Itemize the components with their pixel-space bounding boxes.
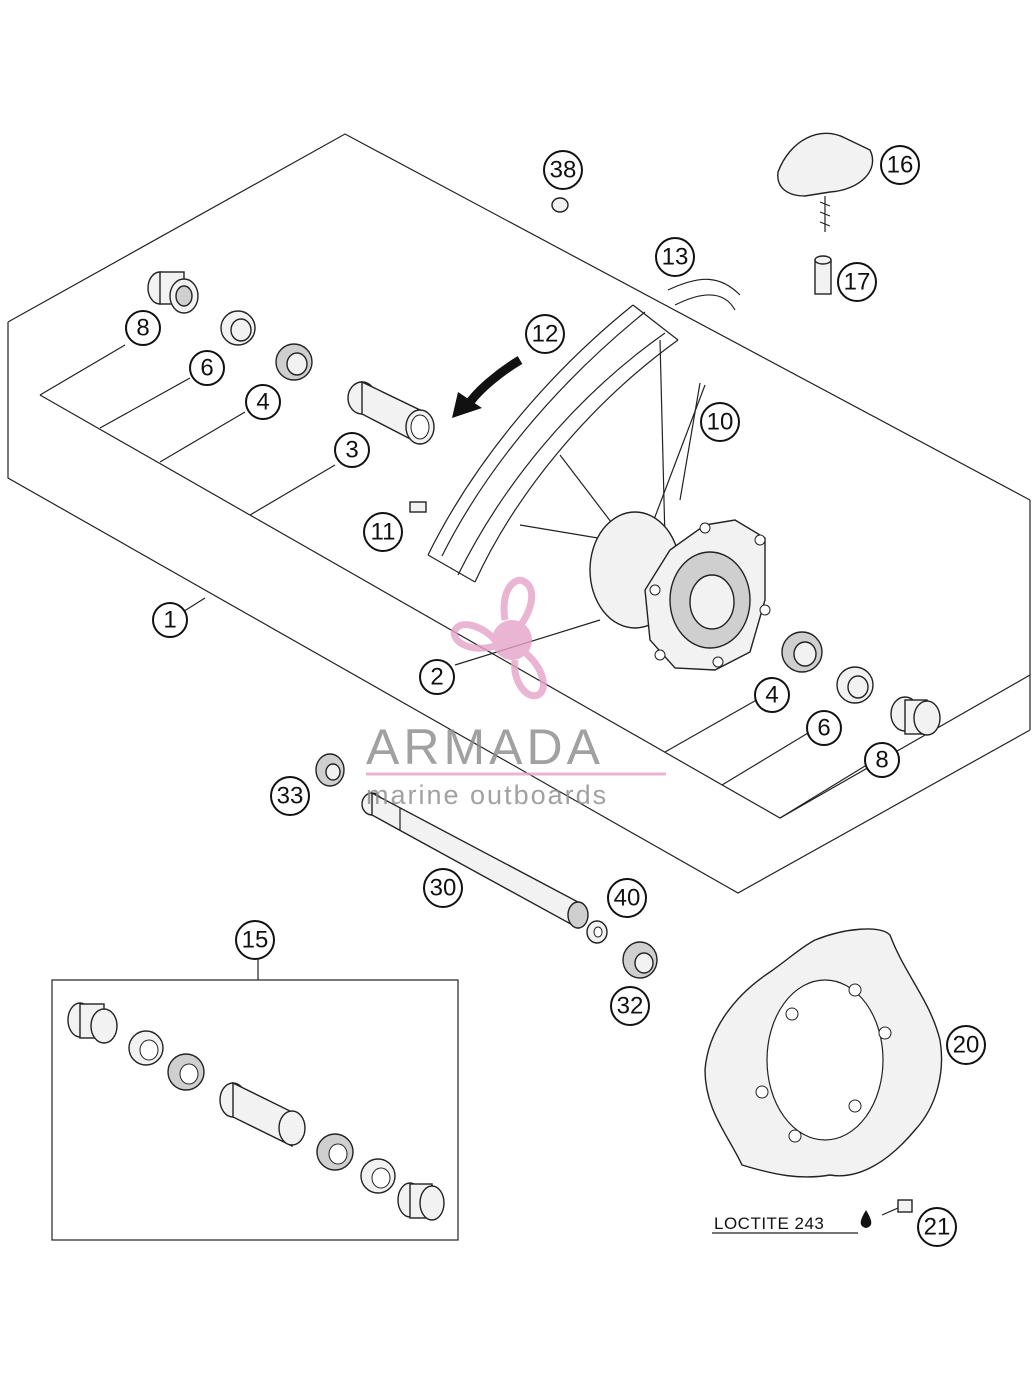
- svg-text:20: 20: [953, 1032, 980, 1059]
- watermark-title: ARMADA: [366, 719, 604, 775]
- callout-4-left: 4: [245, 384, 281, 420]
- svg-text:4: 4: [256, 389, 269, 416]
- loctite-drop-icon: [860, 1210, 872, 1228]
- callout-21: 21: [917, 1207, 957, 1247]
- callout-12: 12: [525, 314, 565, 354]
- svg-text:6: 6: [200, 355, 213, 382]
- callout-10: 10: [700, 402, 740, 442]
- callout-2: 2: [419, 659, 455, 695]
- svg-text:21: 21: [924, 1214, 951, 1241]
- svg-text:4: 4: [765, 682, 778, 709]
- leader-lines-right: [664, 382, 866, 819]
- watermark-subtitle: marine outboards: [366, 780, 608, 810]
- disc-screw: [881, 1199, 913, 1216]
- rim: [427, 304, 679, 583]
- svg-text:3: 3: [345, 437, 358, 464]
- svg-text:16: 16: [887, 152, 914, 179]
- watermark: ARMADA marine outboards: [366, 576, 666, 810]
- callout-20: 20: [946, 1025, 986, 1065]
- svg-text:17: 17: [844, 269, 871, 296]
- callout-32: 32: [610, 986, 650, 1026]
- callout-15: 15: [235, 920, 275, 960]
- svg-text:10: 10: [707, 409, 734, 436]
- callout-16: 16: [880, 145, 920, 185]
- loctite-note: LOCTITE 243: [714, 1214, 824, 1233]
- svg-text:11: 11: [371, 519, 396, 546]
- callout-8-right: 8: [864, 742, 900, 778]
- svg-text:15: 15: [242, 927, 269, 954]
- svg-text:2: 2: [430, 664, 443, 691]
- bearing-kit-box: [51, 958, 459, 1241]
- rotation-arrow: [452, 356, 523, 418]
- nut-small: [551, 197, 569, 213]
- callout-17: 17: [837, 262, 877, 302]
- callout-40: 40: [607, 878, 647, 918]
- bearing-left: [275, 343, 313, 381]
- callout-6-left: 6: [189, 350, 225, 386]
- rim-tape: [667, 278, 741, 311]
- propeller-logo-icon: [450, 576, 547, 700]
- seal-ring-left: [220, 310, 256, 346]
- svg-text:13: 13: [662, 244, 689, 271]
- leader-lines-left: [39, 344, 601, 666]
- brake-disc: [704, 928, 943, 1178]
- distance-sleeve: [347, 380, 435, 446]
- svg-text:12: 12: [532, 321, 559, 348]
- rim-lock-nut: [814, 255, 832, 295]
- rim-lock: [777, 132, 874, 232]
- svg-text:6: 6: [817, 715, 830, 742]
- callout-11: 11: [363, 512, 403, 552]
- axle-nut: [622, 941, 658, 979]
- seal-ring-right: [836, 666, 874, 704]
- callouts: 1 2 3 4 4 6 6 8 8 10 11 12 13 15 16 17 2…: [125, 145, 986, 1247]
- callout-33: 33: [270, 776, 310, 816]
- callout-38: 38: [543, 150, 583, 190]
- svg-text:8: 8: [136, 315, 149, 342]
- callout-3: 3: [334, 432, 370, 468]
- svg-text:32: 32: [617, 993, 644, 1020]
- callout-13: 13: [655, 237, 695, 277]
- spacer-right: [890, 696, 941, 736]
- svg-text:1: 1: [163, 607, 176, 634]
- svg-text:33: 33: [277, 783, 304, 810]
- hub: [589, 511, 771, 671]
- svg-text:30: 30: [430, 875, 457, 902]
- svg-text:8: 8: [875, 747, 888, 774]
- callout-4-right: 4: [754, 677, 790, 713]
- callout-1: 1: [152, 602, 188, 638]
- valve: [409, 501, 427, 513]
- spacer-left: [147, 271, 199, 314]
- bearing-right: [781, 631, 823, 673]
- callout-30: 30: [423, 868, 463, 908]
- svg-text:40: 40: [614, 885, 641, 912]
- svg-text:38: 38: [550, 157, 577, 184]
- axle: [361, 791, 589, 930]
- washer: [586, 920, 608, 944]
- callout-8-left: 8: [125, 310, 161, 346]
- callout-6-right: 6: [806, 710, 842, 746]
- axle-spacer: [315, 753, 345, 787]
